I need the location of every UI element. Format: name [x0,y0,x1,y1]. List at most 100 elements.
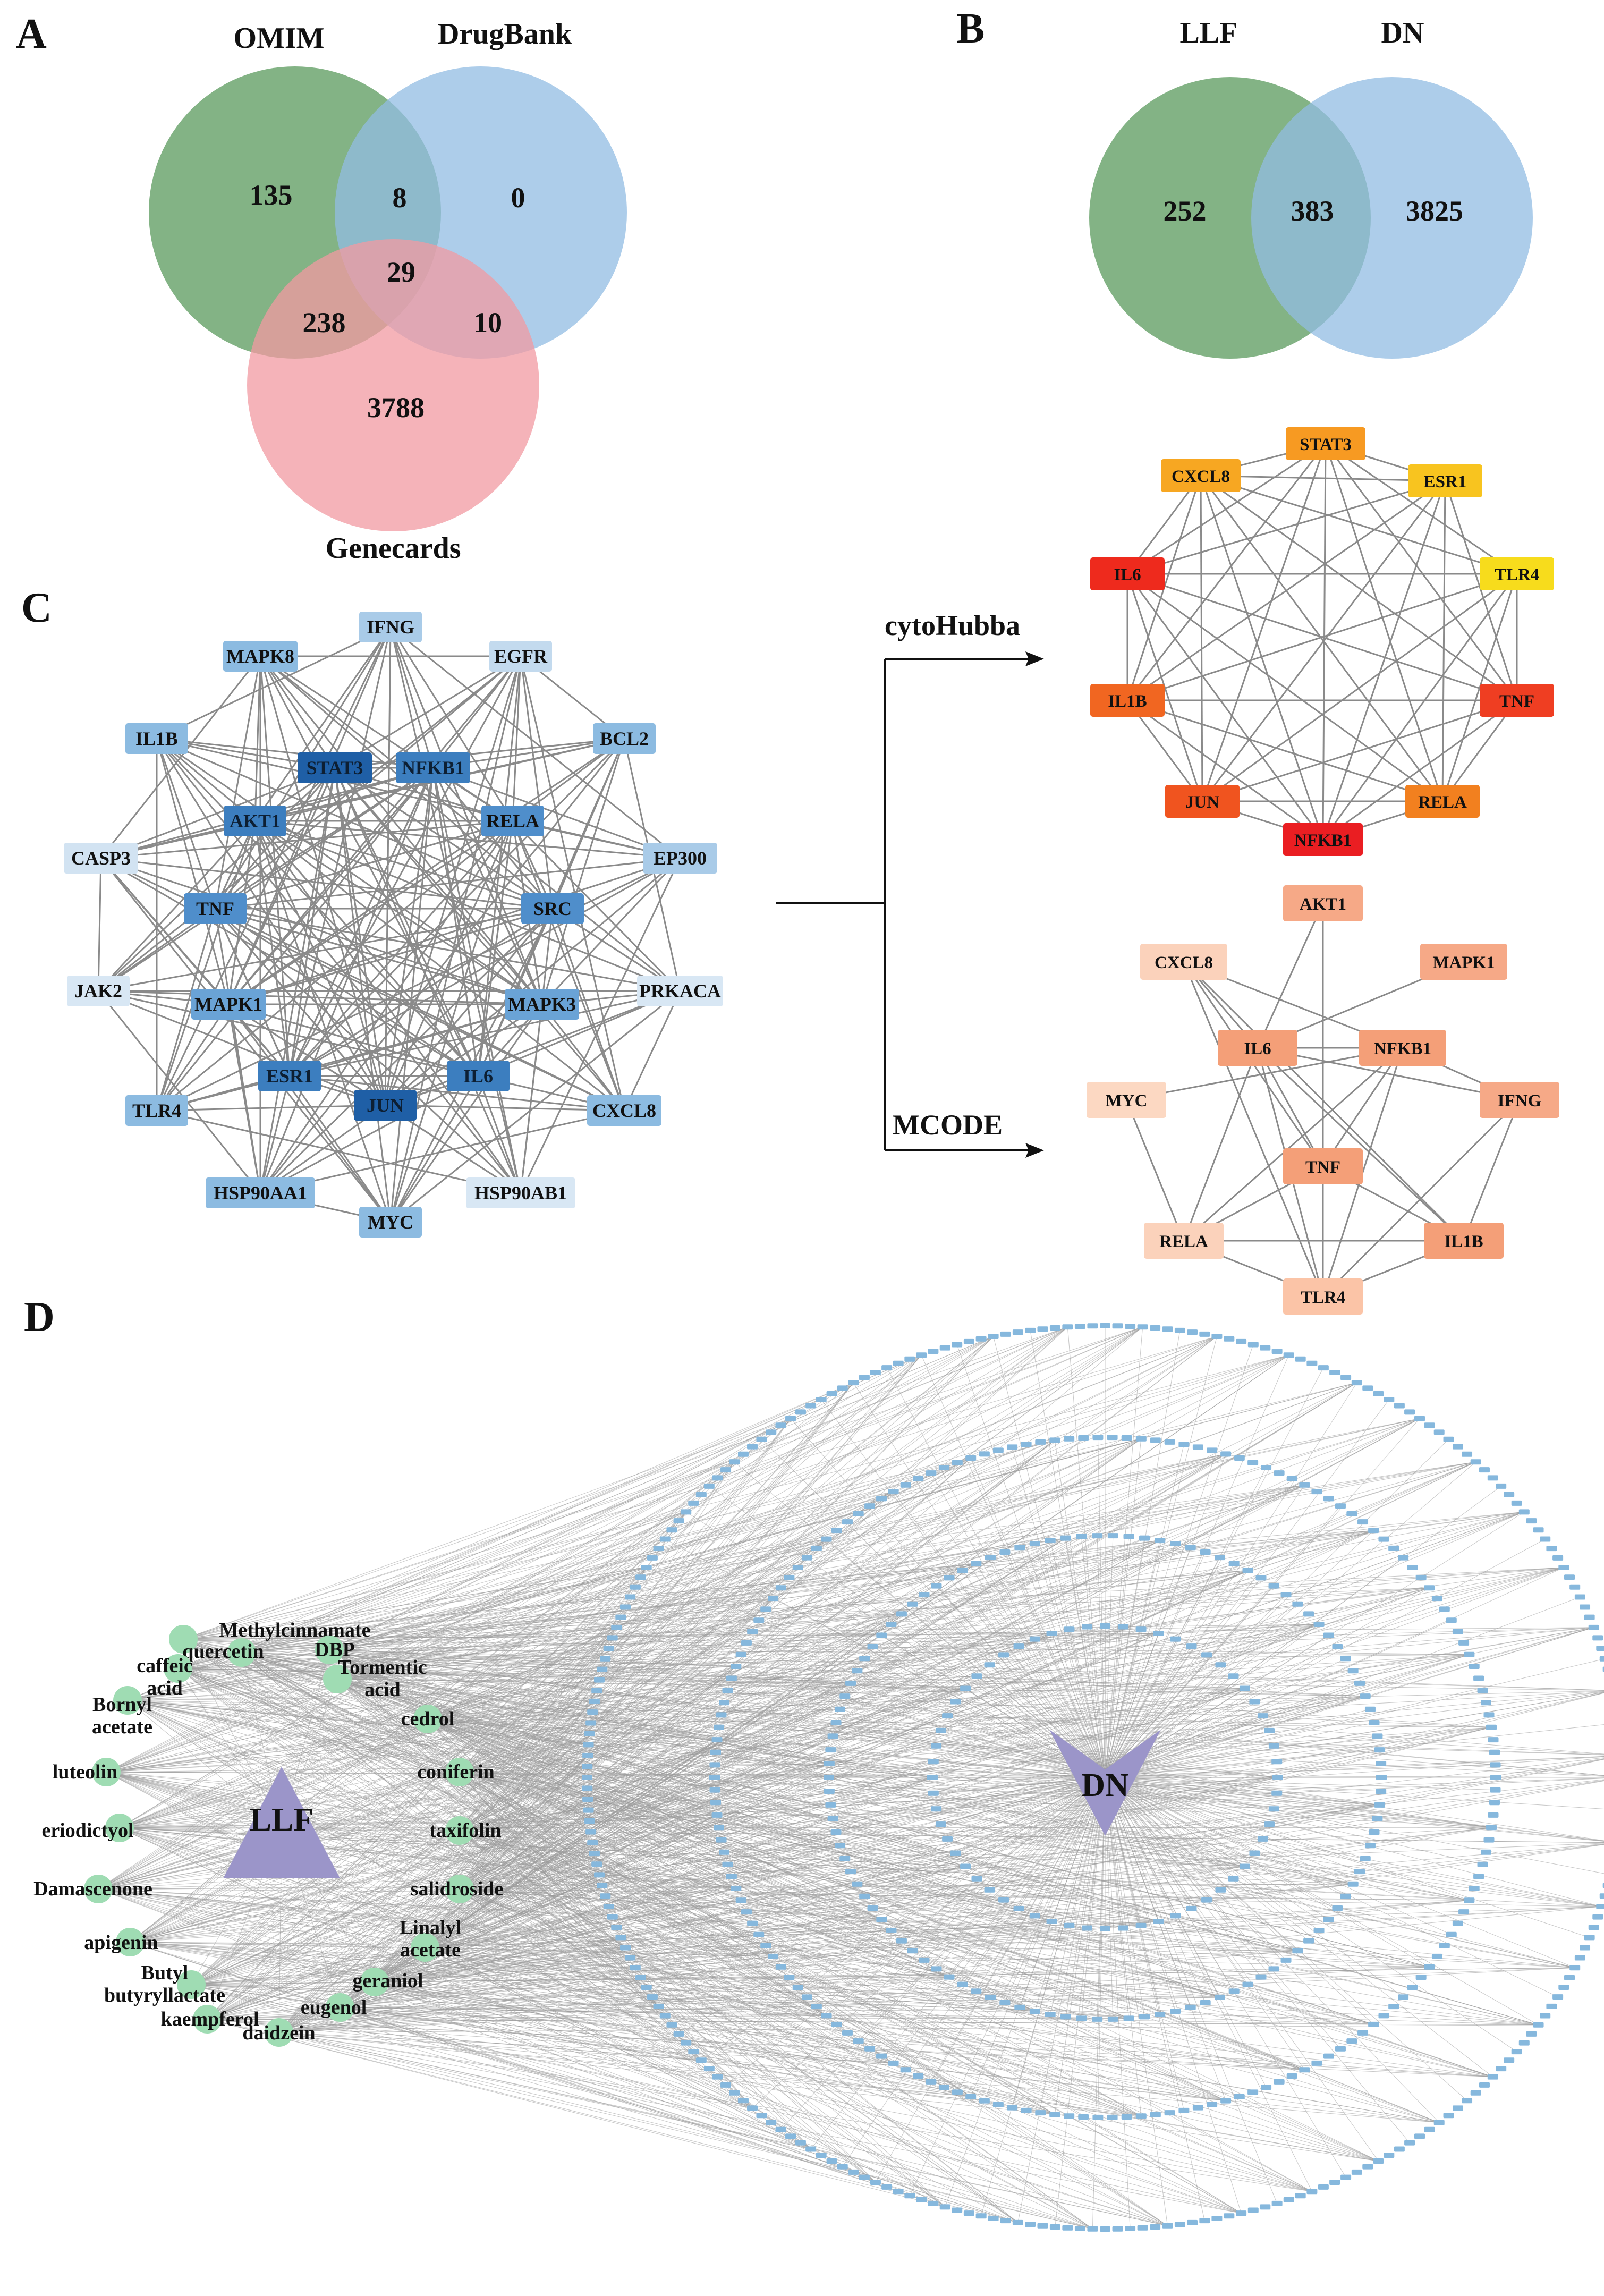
mcode-node-il1b[interactable]: IL1B [1424,1223,1504,1259]
ppi-node-il1b[interactable]: IL1B [125,723,188,754]
cytohubba-node-jun[interactable]: JUN [1165,785,1240,818]
compound-apigenin[interactable]: apigenin [84,1928,158,1956]
target-node [726,1675,737,1681]
cytohubba-node-tnf[interactable]: TNF [1480,684,1554,717]
cytohubba-node-cxcl8[interactable]: CXCL8 [1161,459,1241,492]
target-node [827,1816,838,1821]
target-node [1511,2049,1522,2055]
mcode-node-ifng[interactable]: IFNG [1480,1082,1559,1118]
ppi-node-myc[interactable]: MYC [359,1207,422,1238]
cytohubba-node-stat3[interactable]: STAT3 [1286,427,1365,460]
cytohubba-node-label: ESR1 [1424,472,1467,492]
ppi-node-mapk1[interactable]: MAPK1 [191,989,266,1020]
mcode-node-tnf[interactable]: TNF [1283,1148,1363,1184]
ppi-node-ifng[interactable]: IFNG [359,612,422,642]
target-node [835,1843,846,1849]
compound-eriodictyol[interactable]: eriodictyol [41,1814,134,1842]
ppi-node-il6[interactable]: IL6 [447,1061,510,1091]
mcode-node-tlr4[interactable]: TLR4 [1283,1278,1363,1315]
ppi-node-mapk8[interactable]: MAPK8 [223,641,298,672]
panel-d-letter: D [24,1294,55,1341]
compound-target-edge [459,1382,1357,1890]
compound-target-edge [207,1326,1143,2020]
ppi-node-rela[interactable]: RELA [481,806,544,836]
ppi-node-src[interactable]: SRC [521,893,584,924]
compound-target-edge [207,1453,1226,2020]
compound-daidzein[interactable]: daidzein [242,2018,316,2047]
ppi-node-akt1[interactable]: AKT1 [224,806,286,836]
cytohubba-node-tlr4[interactable]: TLR4 [1480,557,1554,590]
target-node [893,1360,904,1366]
ppi-node-tnf[interactable]: TNF [184,893,247,924]
compound-cedrol[interactable]: cedrol [401,1705,455,1733]
cytohubba-node-il6[interactable]: IL6 [1090,557,1165,590]
ppi-node-egfr[interactable]: EGFR [489,641,552,672]
cytohubba-node-rela[interactable]: RELA [1405,785,1480,818]
mcode-node-rela[interactable]: RELA [1144,1223,1224,1259]
compound-taxifolin[interactable]: taxifolin [429,1816,502,1845]
ppi-node-jak2[interactable]: JAK2 [67,976,130,1006]
mcode-node-nfkb1[interactable]: NFKB1 [1359,1030,1446,1066]
ppi-node-hsp90ab1[interactable]: HSP90AB1 [466,1177,575,1208]
compound-geraniol[interactable]: geraniol [353,1968,423,1996]
target-node [1374,1802,1385,1808]
compound-salidroside[interactable]: salidroside [411,1875,504,1903]
ppi-node-bcl2[interactable]: BCL2 [593,723,656,754]
compound-target-edge [183,1587,1430,1640]
disease-target-edge [1105,1777,1440,2123]
compound-target-edge [340,2007,1305,2070]
target-node [1464,1897,1475,1903]
ppi-node-hsp90aa1[interactable]: HSP90AA1 [206,1177,315,1208]
cytohubba-node-il1b[interactable]: IL1B [1090,684,1165,717]
compound-target-edge [459,1598,774,1773]
ppi-node-stat3[interactable]: STAT3 [298,752,372,783]
compound-damascenone[interactable]: Damascenone [33,1875,152,1903]
compound-eugenol[interactable]: eugenol [301,1993,367,2022]
compound-luteolin[interactable]: luteolin [53,1758,121,1786]
mcode-node-akt1[interactable]: AKT1 [1283,885,1363,921]
compound-kaempferol[interactable]: kaempferol [160,2005,259,2034]
cytohubba-node-label: IL6 [1114,565,1141,584]
compound-coniferin[interactable]: coniferin [417,1758,495,1786]
target-node [853,1511,864,1516]
ppi-node-casp3[interactable]: CASP3 [64,843,138,874]
compound-target-edge [106,1336,1217,1773]
ppi-node-cxcl8[interactable]: CXCL8 [587,1095,661,1126]
ppi-node-mapk3[interactable]: MAPK3 [505,989,579,1020]
compound-target-edge [106,1530,1374,1773]
ppi-node-ep300[interactable]: EP300 [643,843,717,874]
target-node [1354,1680,1365,1686]
mcode-node-mapk1[interactable]: MAPK1 [1420,944,1507,980]
compound-dbp[interactable]: DBP [315,1636,355,1664]
ppi-node-label: HSP90AB1 [474,1182,567,1204]
compound-node [164,1654,192,1683]
ppi-node-box [593,723,656,754]
ppi-node-tlr4[interactable]: TLR4 [125,1095,188,1126]
ppi-node-prkaca[interactable]: PRKACA [637,976,723,1006]
target-node [589,1851,600,1857]
compound-target-edge [459,1888,1602,1907]
compound-quercetin[interactable]: quercetin [182,1638,264,1667]
target-node [985,1994,996,2000]
mcode-node-il6[interactable]: IL6 [1218,1030,1297,1066]
mcode-node-myc[interactable]: MYC [1087,1082,1166,1118]
compound-target-edge [98,1539,827,1890]
compound-label: Linalyl [400,1917,461,1939]
mcode-node-cxcl8[interactable]: CXCL8 [1140,944,1227,980]
compound-target-edge [177,1354,1289,1669]
ppi-node-jun[interactable]: JUN [354,1090,417,1121]
cytohubba-node-esr1[interactable]: ESR1 [1408,464,1482,497]
venn-value-drugbank-genecards: 10 [473,307,502,338]
disease-target-edge [1105,1777,1575,1968]
ppi-node-box [125,723,188,754]
ppi-node-esr1[interactable]: ESR1 [258,1061,321,1091]
ppi-node-nfkb1[interactable]: NFKB1 [396,752,470,783]
cytohubba-node-nfkb1[interactable]: NFKB1 [1283,823,1363,856]
compound-methylcinnamate[interactable]: Methylcinnamate [169,1619,370,1654]
